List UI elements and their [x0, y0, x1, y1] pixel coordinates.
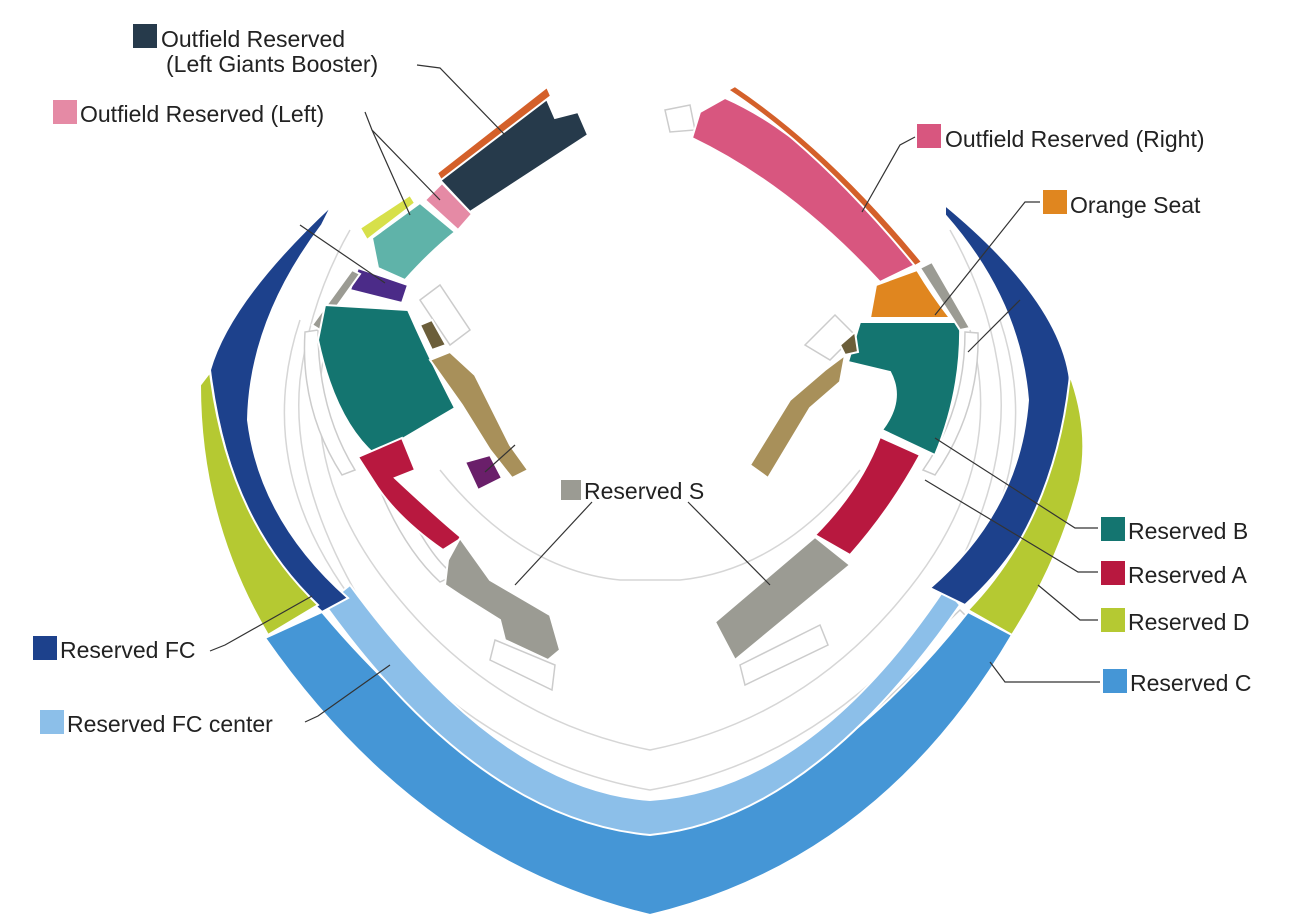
- section-reserved-a-right[interactable]: [813, 435, 922, 557]
- legend-label-rs: Reserved S: [584, 478, 704, 504]
- legend-label-ra: Reserved A: [1128, 562, 1248, 588]
- leader-lgb: [416, 64, 506, 136]
- legend-swatch-rd: [1101, 608, 1125, 632]
- section-orange-seat[interactable]: [868, 268, 953, 319]
- upper-ring-line: [298, 229, 361, 601]
- leader-rc: [989, 661, 1100, 683]
- section-reserved-s-left[interactable]: [443, 536, 562, 662]
- section-reserved-a-left[interactable]: [356, 436, 464, 552]
- legend-swatch-rfcc: [40, 710, 64, 734]
- leader-rs-left: [514, 501, 593, 586]
- legend: Outfield Reserved (Left Giants Booster) …: [33, 24, 1251, 737]
- outer-walkway-left: [303, 329, 357, 476]
- legend-swatch-orl: [53, 100, 77, 124]
- legend-label-rfcc: Reserved FC center: [67, 711, 273, 737]
- leader-rfcc: [304, 664, 391, 723]
- legend-swatch-rfc: [33, 636, 57, 660]
- leader-lines: [209, 64, 1100, 723]
- leader-purple: [299, 224, 386, 284]
- section-mint-left: [370, 201, 457, 282]
- leader-rb: [934, 437, 1098, 529]
- section-magenta-left: [463, 453, 504, 492]
- leader-orl-2: [371, 129, 411, 216]
- leader-orr: [861, 136, 916, 213]
- box-left-2: [418, 283, 472, 347]
- legend-swatch-rb: [1101, 517, 1125, 541]
- section-lime-left: [358, 193, 417, 242]
- legend-swatch-orr: [917, 124, 941, 148]
- legend-swatch-rs: [561, 480, 581, 500]
- booster-stripe: [435, 85, 553, 182]
- legend-label-orl: Outfield Reserved (Left): [80, 101, 324, 127]
- section-outfield-reserved-right[interactable]: [690, 96, 917, 284]
- leader-orl: [364, 111, 441, 201]
- box-left-1: [664, 104, 696, 133]
- section-reserved-fc-right[interactable]: [928, 202, 1072, 607]
- legend-swatch-orange: [1043, 190, 1067, 214]
- section-reserved-d-left[interactable]: [198, 369, 320, 637]
- leader-rd: [1037, 584, 1098, 621]
- legend-swatch-ra: [1101, 561, 1125, 585]
- section-reserved-s-right[interactable]: [713, 535, 852, 662]
- legend-label-rc: Reserved C: [1130, 670, 1251, 696]
- home-walkway: [489, 638, 556, 692]
- field-line: [439, 469, 861, 581]
- legend-swatch-lgb: [133, 24, 157, 48]
- legend-swatch-rc: [1103, 669, 1127, 693]
- section-olive-right: [838, 330, 860, 357]
- leader-rs-right: [687, 501, 771, 586]
- home-walkway-right: [739, 623, 829, 687]
- legend-label-lgb-1: Outfield Reserved: [161, 26, 345, 52]
- section-gray-strip-right: [918, 260, 972, 332]
- right-stripe: [726, 84, 924, 268]
- section-tan-right: [748, 352, 847, 480]
- section-reserved-d-right[interactable]: [966, 374, 1085, 637]
- section-tan-left: [428, 350, 530, 480]
- leader-rb-right-box: [967, 299, 1021, 353]
- leader-orange: [934, 201, 1040, 316]
- section-olive-left: [418, 318, 448, 352]
- outer-walkway-right: [921, 331, 979, 476]
- leader-magenta: [484, 444, 516, 473]
- section-outfield-reserved-left[interactable]: [423, 181, 474, 232]
- section-reserved-fc-center[interactable]: [323, 583, 962, 837]
- legend-label-orr: Outfield Reserved (Right): [945, 126, 1205, 152]
- leader-ra: [924, 479, 1098, 573]
- legend-label-orange: Orange Seat: [1070, 192, 1201, 218]
- section-reserved-b-right[interactable]: [846, 321, 962, 457]
- upper-ring-line-right: [939, 229, 1002, 601]
- legend-label-rfc: Reserved FC: [60, 637, 195, 663]
- leader-rfc: [209, 595, 313, 652]
- inner-concourse-line: [318, 329, 982, 751]
- legend-label-lgb-2: (Left Giants Booster): [166, 51, 378, 77]
- legend-label-rd: Reserved D: [1128, 609, 1249, 635]
- legend-label-rb: Reserved B: [1128, 518, 1248, 544]
